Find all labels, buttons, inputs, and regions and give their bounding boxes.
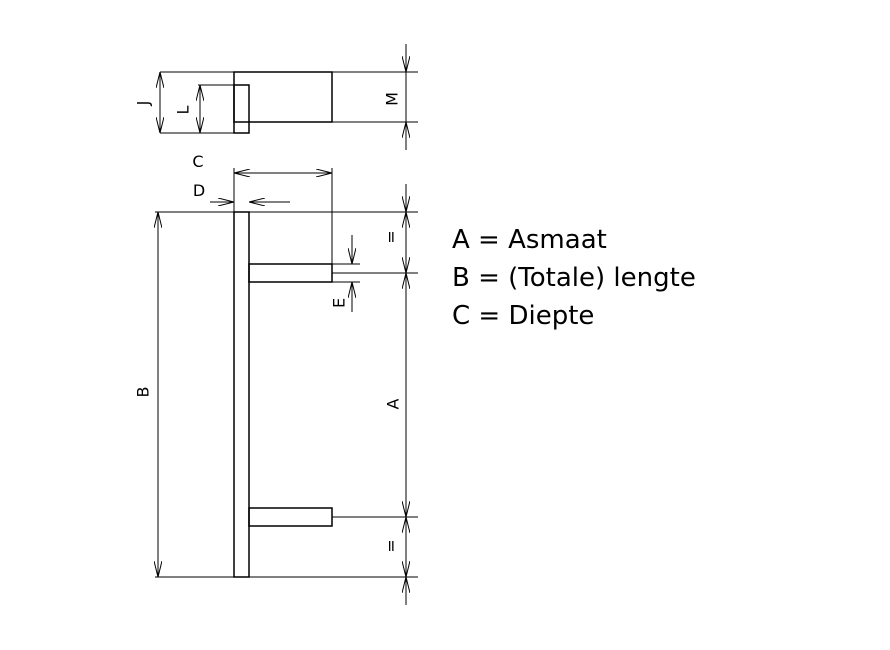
label-m: M xyxy=(383,92,402,106)
legend-line-a: A = Asmaat xyxy=(452,225,607,255)
legend-line-c: C = Diepte xyxy=(452,301,594,331)
label-equal-bottom: = xyxy=(382,539,401,552)
handle-leg-top xyxy=(248,263,333,283)
label-a: A xyxy=(384,398,403,409)
label-l: L xyxy=(174,105,193,114)
label-c: C xyxy=(192,152,203,171)
label-equal-top: = xyxy=(382,230,401,243)
label-d: D xyxy=(193,181,205,200)
side-view-plate xyxy=(233,84,250,134)
handle-bar xyxy=(233,211,250,578)
label-b: B xyxy=(134,387,153,398)
legend-line-b: B = (Totale) lengte xyxy=(452,263,696,293)
label-e: E xyxy=(330,298,349,308)
handle-leg-bottom xyxy=(248,507,333,527)
label-j: J xyxy=(134,101,153,107)
